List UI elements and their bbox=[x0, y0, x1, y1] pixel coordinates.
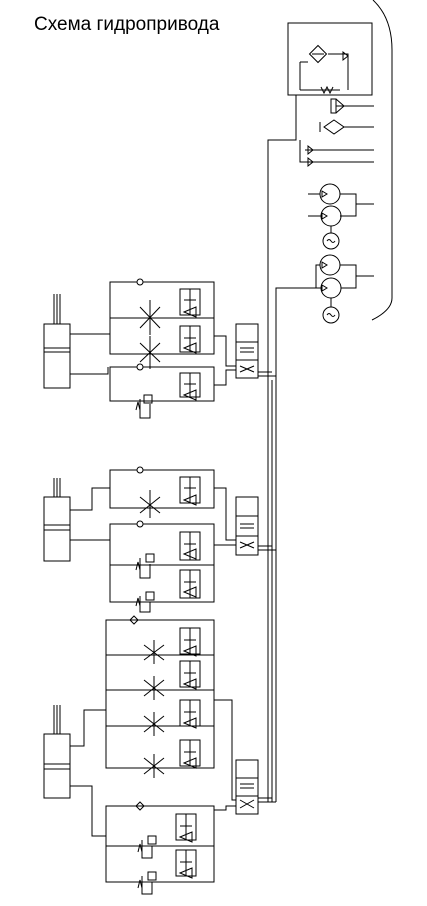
hydraulic-cylinder-3-icon bbox=[44, 705, 70, 798]
throttle-1-icon bbox=[140, 300, 160, 335]
diagram-title: Схема гидропривода bbox=[34, 14, 220, 35]
check-valve-icon bbox=[320, 120, 374, 134]
throttle-2-icon bbox=[140, 336, 160, 369]
pressure-gauge-icon bbox=[331, 99, 374, 113]
directional-valve-2-icon bbox=[236, 497, 258, 555]
throttles-lower bbox=[144, 640, 164, 778]
lower-unit bbox=[44, 616, 276, 894]
directional-valve-1-icon bbox=[236, 324, 258, 378]
upper-unit bbox=[44, 279, 276, 418]
middle-unit bbox=[44, 467, 276, 612]
power-unit bbox=[268, 0, 392, 802]
filter-icon bbox=[300, 46, 348, 90]
tank bbox=[288, 23, 372, 95]
tank-lines bbox=[268, 95, 374, 802]
hydraulic-cylinder-1-icon bbox=[44, 294, 70, 388]
pump-2-icon bbox=[276, 255, 374, 802]
hydraulic-cylinder-2-icon bbox=[44, 478, 70, 561]
directional-valve-3-icon bbox=[236, 760, 258, 814]
valve-symbols-lower bbox=[180, 628, 200, 768]
valve-symbols-1 bbox=[180, 289, 200, 353]
power-unit-boundary bbox=[372, 0, 392, 320]
pump-1-icon bbox=[308, 184, 374, 249]
return-line-icon bbox=[300, 87, 340, 93]
